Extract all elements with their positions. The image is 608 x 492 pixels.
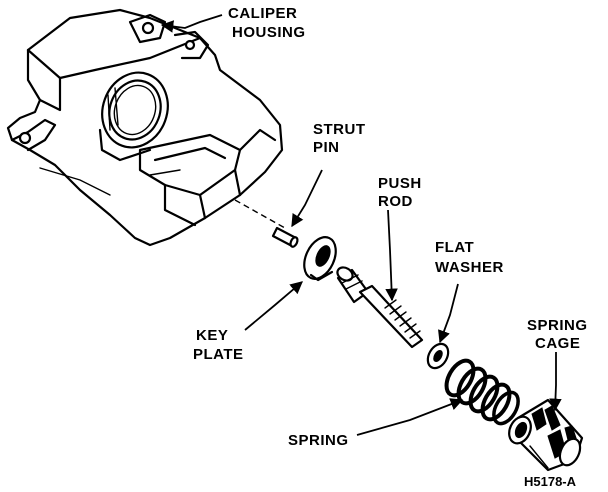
label-caliper-housing-line2: HOUSING <box>232 24 306 41</box>
label-key-plate-line2: PLATE <box>193 346 244 363</box>
label-flat-washer-line2: WASHER <box>435 259 504 276</box>
strut-pin-part <box>271 226 299 248</box>
label-key-plate-line1: KEY <box>196 327 228 344</box>
label-flat-washer-line1: FLAT <box>435 239 474 256</box>
spring-part <box>444 358 520 426</box>
label-push-rod-line2: ROD <box>378 193 413 210</box>
label-strut-pin: STRUT PIN <box>313 121 366 156</box>
leader-lines <box>160 14 562 436</box>
spring-cage-part <box>508 398 584 472</box>
label-key-plate: KEY PLATE <box>193 327 244 363</box>
key-plate-part <box>303 236 337 282</box>
push-rod-part <box>336 266 424 349</box>
caliper-housing-part <box>6 8 286 247</box>
label-spring-cage-line1: SPRING <box>527 317 588 334</box>
label-strut-pin-line2: PIN <box>313 139 340 156</box>
label-caliper-housing-line1: CALIPER <box>228 5 297 22</box>
figure-code: H5178-A <box>524 474 577 489</box>
label-spring-cage: SPRING CAGE <box>527 317 588 352</box>
label-strut-pin-line1: STRUT <box>313 121 366 138</box>
label-push-rod: PUSH ROD <box>378 175 422 210</box>
label-spring-cage-line2: CAGE <box>535 335 580 352</box>
label-caliper-housing: CALIPER HOUSING <box>228 5 306 41</box>
label-push-rod-line1: PUSH <box>378 175 422 192</box>
label-spring: SPRING <box>288 432 349 449</box>
flat-washer-part <box>426 342 450 370</box>
label-flat-washer: FLAT WASHER <box>435 239 504 276</box>
